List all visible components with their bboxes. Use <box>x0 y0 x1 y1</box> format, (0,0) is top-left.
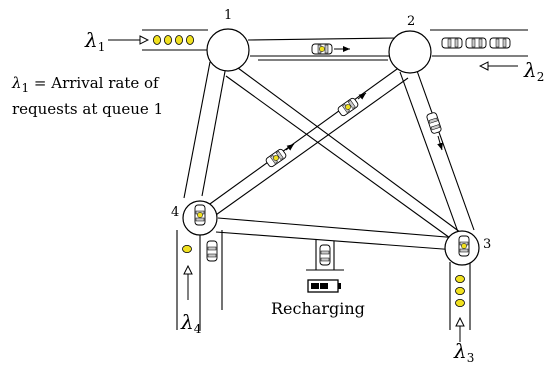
charging-spur <box>306 240 344 271</box>
lambda-symbol: λ <box>454 339 467 363</box>
arrival-label-3: λ3 <box>454 341 474 364</box>
request-queue-3 <box>455 274 465 307</box>
lambda-subscript: 3 <box>466 351 475 365</box>
road-2-3 <box>399 67 475 233</box>
request-dot <box>455 286 465 295</box>
arrival-label-1: λ1 <box>85 30 105 53</box>
lane-queue-4 <box>176 230 223 330</box>
request-dot <box>152 35 161 45</box>
arrival-rate-note: λ1 = Arrival rate of requests at queue 1 <box>12 73 163 120</box>
node-label-4: 4 <box>171 205 180 220</box>
request-dot <box>163 35 172 45</box>
request-dot <box>174 35 183 45</box>
vehicle-icon <box>458 235 470 257</box>
request-dot <box>182 244 192 253</box>
direction-arrow <box>285 143 295 151</box>
vehicle-icon <box>489 37 511 49</box>
vehicle-icon <box>311 43 333 55</box>
lane-queue-2 <box>430 29 528 57</box>
lambda-symbol: λ <box>181 310 194 334</box>
station-node-1 <box>206 28 250 72</box>
direction-arrow <box>437 135 443 151</box>
lambda-symbol: λ <box>524 58 537 82</box>
recharging-label: Recharging <box>271 299 365 318</box>
lambda-subscript: 1 <box>97 40 106 54</box>
lambda-subscript: 1 <box>21 81 30 95</box>
vehicle-icon <box>265 148 287 168</box>
road-2-4 <box>195 63 409 223</box>
lane-queue-1 <box>142 29 210 51</box>
battery-icon <box>307 279 341 293</box>
station-node-2 <box>388 30 432 74</box>
request-dot <box>455 274 465 283</box>
lambda-subscript: 4 <box>193 322 202 336</box>
road-4-3 <box>215 217 459 251</box>
node-label-1: 1 <box>224 8 233 23</box>
request-dot <box>455 298 465 307</box>
lambda-subscript: 2 <box>536 70 545 84</box>
lane-queue-3 <box>449 262 471 330</box>
vehicle-icon <box>194 204 206 226</box>
vehicle-icon <box>441 37 463 49</box>
vehicle-icon <box>426 112 442 134</box>
note-line-1: λ1 = Arrival rate of <box>12 73 163 99</box>
road-1-2 <box>247 37 399 57</box>
road-1-3 <box>225 67 469 239</box>
request-dot <box>185 35 194 45</box>
lambda-symbol: λ <box>12 74 22 92</box>
request-queue-1 <box>152 35 194 45</box>
arrival-label-2: λ2 <box>524 60 544 83</box>
road-1-4 <box>183 61 227 199</box>
direction-arrow <box>357 92 367 100</box>
vehicle-queue-2 <box>441 37 511 49</box>
vehicle-icon <box>465 37 487 49</box>
node-label-2: 2 <box>407 14 416 29</box>
lambda-symbol: λ <box>85 28 98 52</box>
vehicle-icon <box>206 240 218 262</box>
arrival-label-4: λ4 <box>181 312 201 335</box>
vehicle-icon <box>319 244 331 266</box>
note-line-2: requests at queue 1 <box>12 100 164 118</box>
vehicle-icon <box>337 97 359 117</box>
node-label-3: 3 <box>483 237 492 252</box>
note-text: = Arrival rate of <box>29 74 159 92</box>
